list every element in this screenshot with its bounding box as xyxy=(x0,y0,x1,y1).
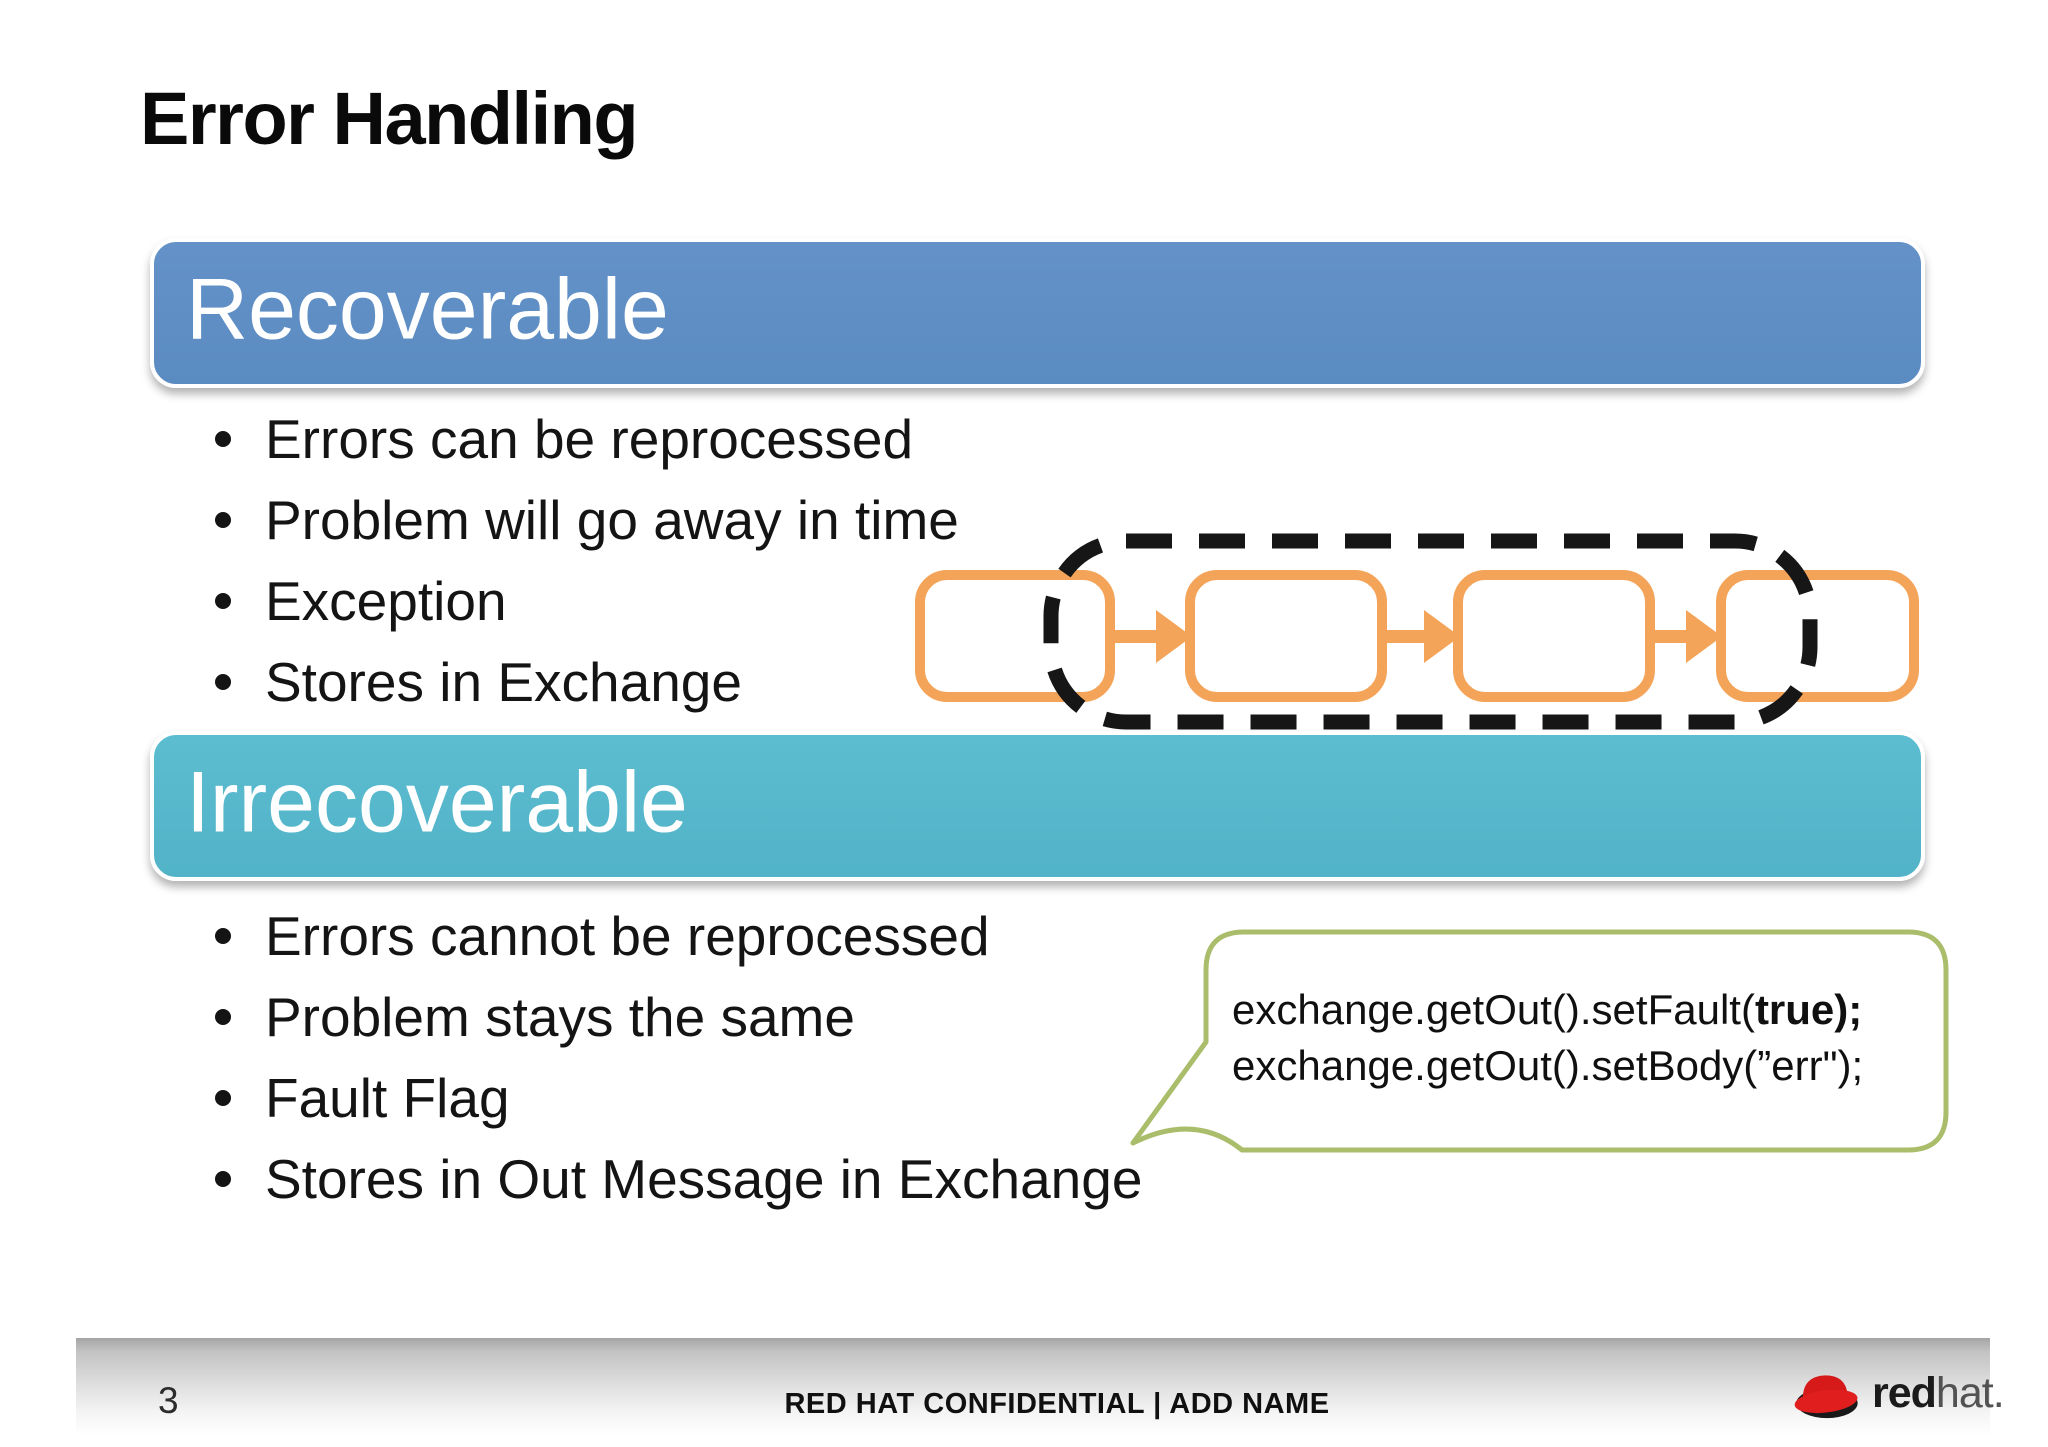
page-number: 3 xyxy=(158,1380,179,1421)
code-line-1-prefix: exchange.getOut().setFault( xyxy=(1232,986,1755,1033)
logo-text-hat: hat. xyxy=(1935,1368,2005,1417)
logo-text-red: red xyxy=(1872,1368,1937,1417)
bullet-icon xyxy=(215,673,231,690)
list-item: Errors cannot be reprocessed xyxy=(205,895,1142,976)
bullet-icon xyxy=(215,927,231,944)
section-header-irrecoverable-label: Irrecoverable xyxy=(186,754,688,851)
code-line-1: exchange.getOut().setFault(true); xyxy=(1232,982,1863,1038)
list-item: Errors can be reprocessed xyxy=(205,398,959,479)
bullet-text: Errors can be reprocessed xyxy=(265,407,914,470)
bullet-text: Stores in Out Message in Exchange xyxy=(265,1147,1143,1210)
redhat-logo-text: redhat. xyxy=(1872,1368,2005,1418)
bullet-text: Fault Flag xyxy=(265,1066,510,1129)
dashed-scope-outline xyxy=(1043,533,1818,730)
section-header-recoverable: Recoverable xyxy=(150,238,1925,388)
bullet-text: Errors cannot be reprocessed xyxy=(265,904,990,967)
list-item: Problem stays the same xyxy=(205,976,1142,1057)
bullet-text: Stores in Exchange xyxy=(265,650,742,713)
list-item: Problem will go away in time xyxy=(205,479,959,560)
list-item: Fault Flag xyxy=(205,1057,1142,1138)
list-item: Stores in Exchange xyxy=(205,641,959,722)
footer-confidential-text: RED HAT CONFIDENTIAL | ADD NAME xyxy=(784,1388,1330,1420)
page-title: Error Handling xyxy=(140,77,639,160)
code-line-1-bold: true); xyxy=(1754,986,1863,1033)
bullet-text: Problem will go away in time xyxy=(265,488,959,551)
bullet-icon xyxy=(215,1089,231,1106)
section-header-irrecoverable: Irrecoverable xyxy=(150,731,1925,881)
code-line-2: exchange.getOut().setBody(”err"); xyxy=(1232,1042,1864,1089)
recoverable-bullet-list: Errors can be reprocessed Problem will g… xyxy=(205,398,959,722)
bullet-icon xyxy=(215,592,231,609)
bullet-text: Problem stays the same xyxy=(265,985,855,1048)
redhat-fedora-icon xyxy=(1794,1375,1858,1419)
route-arrow-icons xyxy=(1110,610,1722,663)
list-item: Exception xyxy=(205,560,959,641)
section-header-recoverable-label: Recoverable xyxy=(186,261,669,358)
bullet-text: Exception xyxy=(265,569,507,632)
redhat-logo: redhat. xyxy=(1788,1362,2005,1424)
bullet-icon xyxy=(215,1170,231,1187)
code-callout-bubble xyxy=(1130,929,1949,1153)
list-item: Stores in Out Message in Exchange xyxy=(205,1138,1142,1219)
bullet-icon xyxy=(215,430,231,447)
code-snippet: exchange.getOut().setFault(true); exchan… xyxy=(1232,982,1863,1094)
irrecoverable-bullet-list: Errors cannot be reprocessed Problem sta… xyxy=(205,895,1142,1219)
footer-gradient-band xyxy=(76,1338,1990,1447)
bullet-icon xyxy=(215,1008,231,1025)
bullet-icon xyxy=(215,511,231,528)
route-diagram xyxy=(915,533,1919,730)
